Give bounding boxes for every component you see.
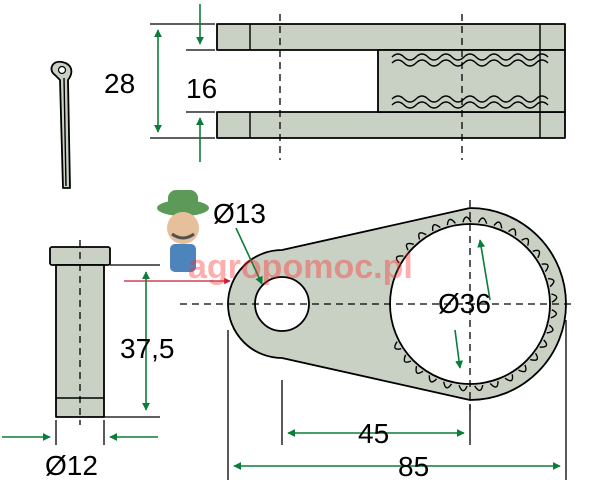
knurl-tooth	[530, 352, 539, 361]
knurl-tooth	[550, 309, 558, 319]
label-pin-length: 37,5	[120, 333, 175, 364]
knurl-tooth	[547, 278, 555, 288]
knurl-tooth	[518, 364, 527, 373]
cotter-pin	[50, 60, 73, 189]
dimension-16	[186, 4, 215, 162]
knurl-tooth	[415, 365, 424, 374]
clevis-pin	[49, 240, 111, 425]
label-center-distance: 45	[358, 418, 389, 449]
knurled-ring	[394, 216, 558, 392]
knurl-tooth	[504, 374, 514, 382]
knurl-tooth	[446, 218, 456, 226]
knurl-tooth	[532, 249, 541, 259]
knurl-tooth	[428, 375, 438, 383]
knurling-bottom	[391, 95, 549, 109]
clevis-fork-top-view	[216, 14, 566, 160]
dimension-45	[281, 380, 471, 445]
dimension-28	[150, 23, 215, 139]
knurl-tooth	[539, 339, 548, 348]
knurling-top	[391, 53, 549, 67]
dimension-37-5	[104, 264, 160, 418]
knurl-tooth	[405, 242, 415, 251]
knurl-tooth	[541, 263, 549, 273]
knurl-tooth	[521, 237, 530, 246]
label-slot-width: 16	[186, 73, 217, 104]
knurl-tooth	[477, 217, 488, 224]
watermark-text: agropomoc.pl	[188, 248, 413, 286]
knurl-tooth	[551, 293, 558, 303]
label-large-hole: Ø36	[438, 288, 491, 319]
label-outer-width: 28	[104, 68, 135, 99]
dimension-pin-diameter	[2, 420, 158, 445]
knurl-tooth	[546, 324, 554, 334]
knurl-tooth	[394, 341, 402, 350]
knurl-tooth	[395, 255, 404, 264]
knurl-tooth	[493, 221, 503, 229]
knurl-tooth	[458, 385, 468, 392]
knurl-tooth	[508, 228, 517, 236]
knurl-tooth	[474, 384, 484, 392]
dimension-large-hole	[454, 239, 491, 369]
dimension-small-hole	[235, 227, 263, 285]
knurl-tooth	[403, 354, 412, 363]
knurl-tooth	[443, 381, 453, 389]
knurl-tooth	[489, 381, 499, 388]
knurl-tooth	[462, 216, 472, 223]
dimension-85	[227, 320, 567, 480]
farmer-mascot-icon	[157, 190, 209, 272]
knurl-tooth	[418, 232, 427, 240]
label-pin-diameter: Ø12	[45, 450, 98, 481]
knurl-tooth	[431, 223, 441, 231]
label-overall-length: 85	[398, 451, 429, 482]
label-small-hole: Ø13	[213, 198, 266, 229]
